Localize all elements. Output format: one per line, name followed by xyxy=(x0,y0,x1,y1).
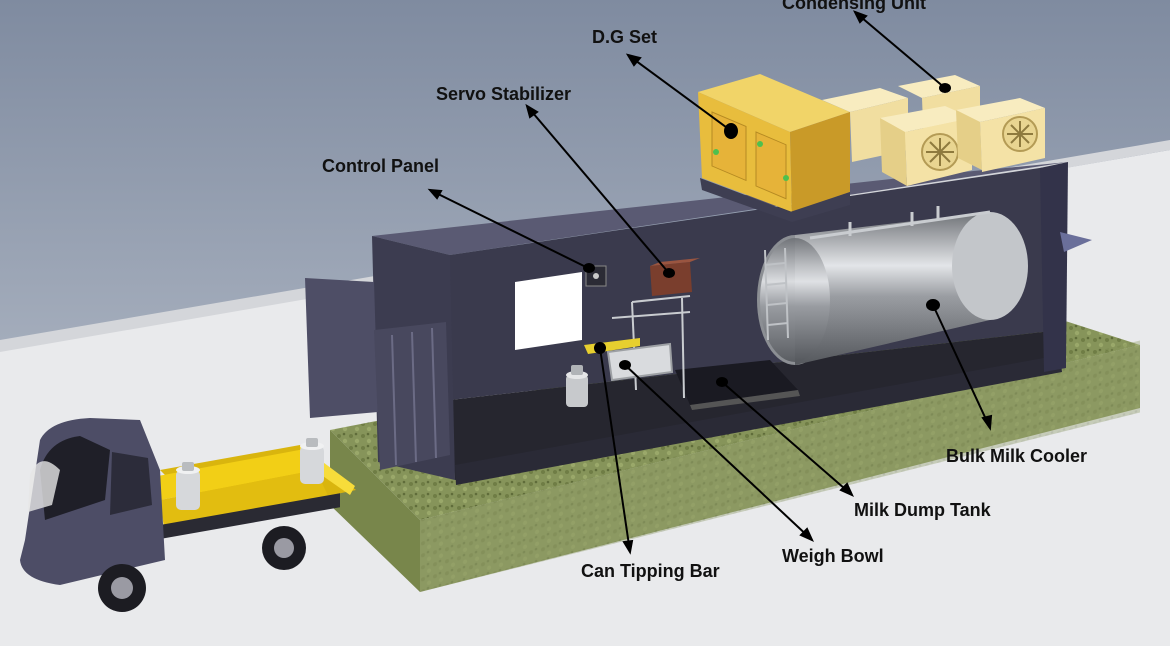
leader-bulk-milk-cooler xyxy=(926,299,993,431)
leader-dg-set xyxy=(625,53,738,139)
condensing-units xyxy=(822,75,1045,186)
truck-wheel-front xyxy=(98,564,146,612)
label-condensing-unit: Condensing Unit xyxy=(782,0,926,13)
truck-wheel-rear xyxy=(262,526,306,570)
leader-control-panel xyxy=(427,188,595,273)
truck-milk-can-2 xyxy=(300,438,324,484)
leader-weigh-bowl xyxy=(619,360,815,543)
label-control-panel: Control Panel xyxy=(322,156,440,176)
label-milk-dump-tank: Milk Dump Tank xyxy=(854,500,991,520)
condensing-unit-3 xyxy=(880,106,972,186)
label-dg-set: D.G Set xyxy=(592,27,658,47)
milk-can xyxy=(566,365,588,407)
label-weigh-bowl: Weigh Bowl xyxy=(782,546,884,566)
label-can-tipping-bar: Can Tipping Bar xyxy=(581,561,720,581)
label-bulk-milk-cooler: Bulk Milk Cooler xyxy=(946,446,1088,466)
leader-can-tipping-bar xyxy=(594,342,634,555)
milk-dump-tank xyxy=(675,360,800,410)
leader-milk-dump-tank xyxy=(716,377,855,498)
leader-servo-stabilizer xyxy=(525,103,675,278)
leader-condensing-unit xyxy=(852,10,951,93)
truck-milk-can-1 xyxy=(176,462,200,510)
shipping-container xyxy=(305,162,1092,485)
pickup-truck xyxy=(20,418,356,612)
condensing-unit-4 xyxy=(956,98,1045,172)
bulk-milk-cooler-tank xyxy=(757,206,1028,365)
container-window xyxy=(515,272,582,350)
label-servo-stabilizer: Servo Stabilizer xyxy=(436,84,572,104)
